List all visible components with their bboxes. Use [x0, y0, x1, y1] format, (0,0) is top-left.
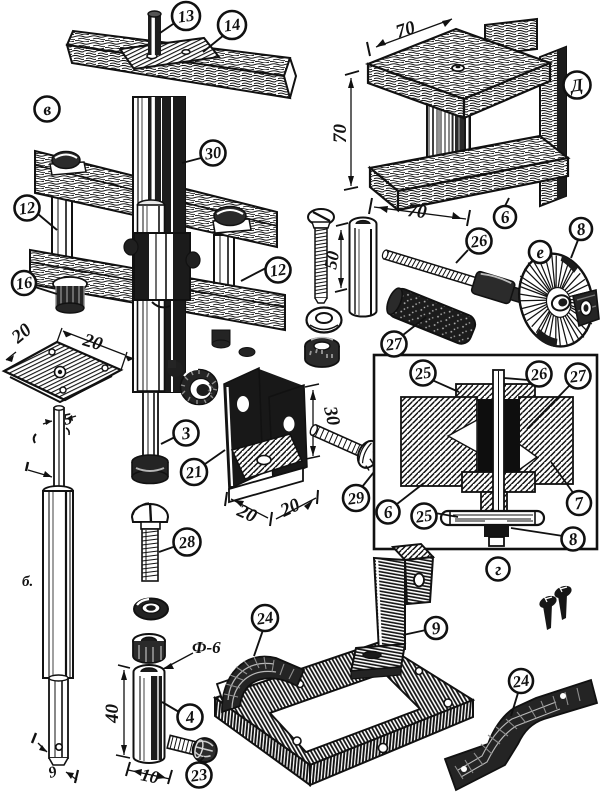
svg-text:4: 4: [183, 706, 196, 727]
svg-text:в: в: [42, 99, 53, 120]
svg-text:50: 50: [320, 249, 343, 270]
svg-text:Ф-6: Ф-6: [192, 638, 221, 657]
svg-text:27: 27: [384, 333, 405, 354]
svg-text:8: 8: [575, 218, 587, 239]
svg-text:28: 28: [177, 531, 197, 552]
svg-text:29: 29: [346, 487, 366, 508]
svg-text:5: 5: [62, 411, 73, 429]
svg-text:Д: Д: [568, 74, 586, 96]
svg-text:21: 21: [184, 461, 204, 482]
svg-text:24: 24: [511, 670, 531, 691]
svg-text:16: 16: [15, 272, 35, 293]
svg-text:13: 13: [177, 5, 196, 26]
svg-text:25: 25: [413, 362, 433, 383]
svg-text:6: 6: [499, 206, 511, 227]
svg-text:10: 10: [139, 764, 161, 787]
svg-text:12: 12: [18, 197, 37, 218]
svg-text:14: 14: [223, 14, 242, 35]
svg-text:е: е: [535, 242, 546, 263]
svg-text:г: г: [493, 559, 503, 580]
svg-text:70: 70: [406, 200, 428, 223]
svg-text:70: 70: [330, 124, 351, 144]
svg-text:25: 25: [414, 505, 434, 526]
svg-text:27: 27: [568, 365, 589, 386]
svg-text:12: 12: [269, 259, 288, 280]
svg-text:б.: б.: [22, 574, 33, 590]
svg-text:24: 24: [255, 607, 275, 628]
svg-text:8: 8: [567, 528, 579, 549]
svg-text:40: 40: [102, 704, 123, 725]
svg-text:26: 26: [469, 230, 490, 251]
svg-text:3: 3: [179, 422, 192, 443]
svg-text:23: 23: [189, 764, 209, 785]
svg-text:26: 26: [529, 363, 550, 384]
svg-text:6: 6: [382, 501, 394, 522]
svg-text:9: 9: [430, 617, 442, 638]
svg-text:30: 30: [203, 142, 223, 163]
